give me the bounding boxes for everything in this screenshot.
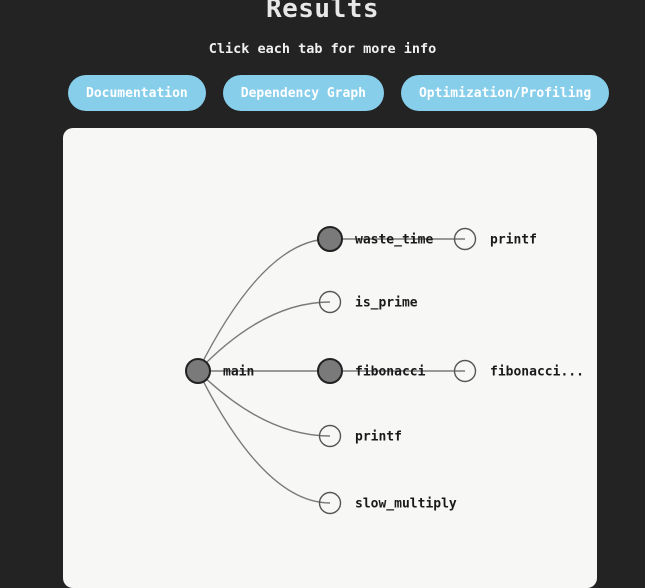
- graph-node-label-main: main: [223, 365, 254, 380]
- dependency-graph-svg: main waste_time is_prime fibonacci printf slo…: [185, 226, 584, 515]
- tab-content-panel: main waste_time is_prime fibonacci printf slo…: [63, 128, 597, 588]
- tab-optimization-profiling[interactable]: Optimization/Profiling: [400, 75, 610, 111]
- graph-node-label-waste_time: waste_time: [355, 233, 433, 248]
- page-subtitle: Click each tab for more info: [208, 41, 437, 57]
- graph-node-is_prime[interactable]: [318, 290, 342, 314]
- graph-node-fibonacci_rec[interactable]: [453, 359, 477, 383]
- graph-node-label-fibonacci_rec: fibonacci...: [490, 365, 584, 380]
- graph-node-label-printf_main: printf: [355, 430, 402, 445]
- graph-node-label-slow_multiply: slow_multiply: [355, 497, 457, 512]
- graph-node-label-is_prime: is_prime: [355, 296, 418, 311]
- graph-node-printf_waste[interactable]: [453, 227, 477, 251]
- graph-node-label-fibonacci: fibonacci: [355, 365, 426, 380]
- graph-node-label-printf_waste: printf: [490, 233, 537, 248]
- graph-node-printf_main[interactable]: [318, 424, 342, 448]
- graph-edge-main-printf_main: [197, 370, 331, 437]
- graph-node-slow_multiply[interactable]: [318, 491, 342, 515]
- graph-edge-main-waste_time: [197, 238, 331, 372]
- page-title: Results: [265, 0, 380, 24]
- graph-edge-main-is_prime: [197, 301, 331, 372]
- graph-edge-main-slow_multiply: [197, 370, 331, 504]
- graph-node-main[interactable]: [185, 358, 211, 384]
- tab-dependency-graph[interactable]: Dependency Graph: [222, 75, 384, 111]
- graph-node-fibonacci[interactable]: [317, 358, 343, 384]
- tab-bar: Documentation Dependency Graph Optimizat…: [68, 75, 610, 111]
- graph-node-waste_time[interactable]: [317, 226, 343, 252]
- tab-documentation[interactable]: Documentation: [68, 75, 206, 111]
